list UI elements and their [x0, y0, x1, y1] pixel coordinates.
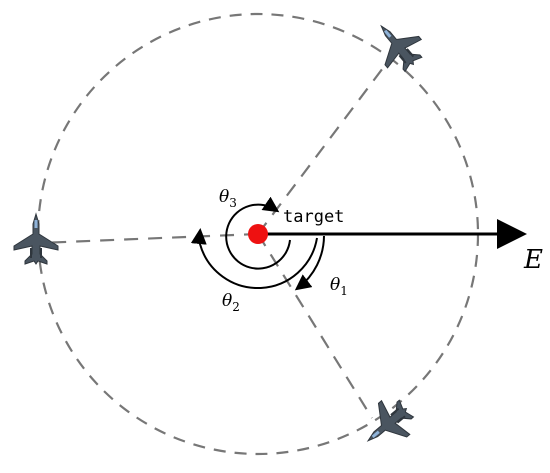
fighter-jet-icon [13, 213, 59, 265]
east-label: E [523, 245, 543, 275]
theta1-arc [294, 235, 325, 291]
theta3-arc [225, 196, 291, 270]
theta3-label: θ3 [219, 187, 237, 210]
theta2-arc [190, 228, 318, 289]
theta1-label: θ1 [330, 275, 348, 298]
theta2-subscript: 2 [232, 300, 240, 314]
fighter-jet-icon [353, 391, 422, 459]
theta2-symbol: θ [222, 291, 232, 311]
radial-line-aircraft-1 [257, 51, 396, 235]
theta1-subscript: 1 [340, 284, 348, 298]
theta2-label: θ2 [222, 291, 240, 314]
target-dot-icon [248, 224, 268, 244]
radial-line-aircraft-3 [257, 233, 373, 419]
theta3-subscript: 3 [229, 196, 237, 210]
radial-line-aircraft-2 [39, 232, 259, 245]
theta1-symbol: θ [330, 275, 340, 295]
target-label: target [283, 207, 344, 227]
fighter-jet-icon [363, 11, 431, 80]
theta3-symbol: θ [219, 187, 229, 207]
